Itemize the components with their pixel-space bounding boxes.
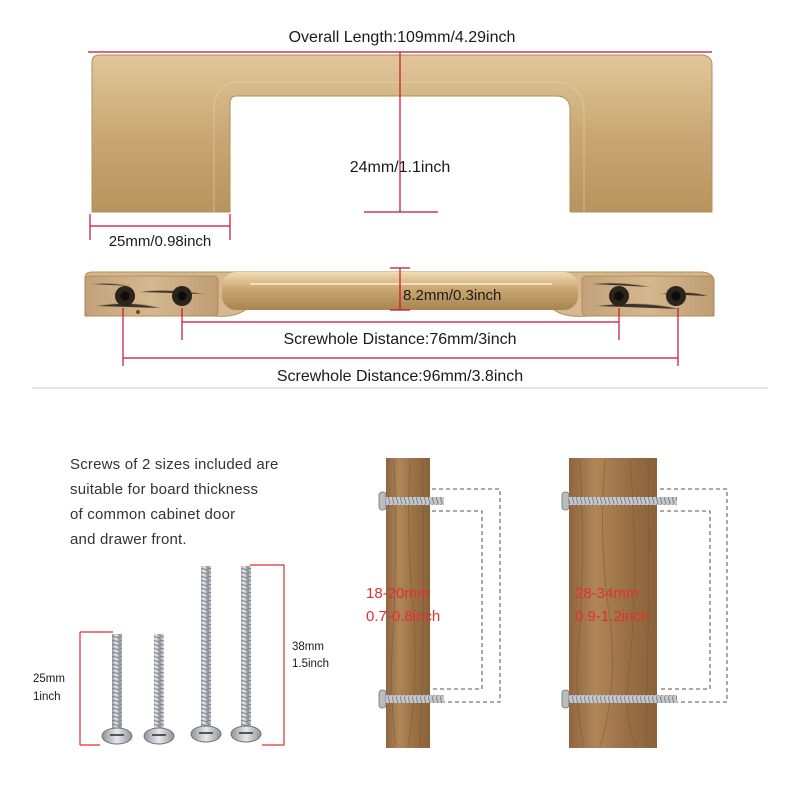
board-thin	[378, 458, 501, 748]
description-line: of common cabinet door	[70, 506, 236, 523]
screws-description: Screws of 2 sizes included are suitable …	[70, 452, 330, 552]
mounted-screw	[561, 689, 677, 709]
short-screw-in: 1inch	[33, 691, 61, 703]
dashed-guide	[660, 488, 728, 703]
handle-top-view	[91, 54, 713, 213]
screw-hole	[115, 286, 135, 306]
right-end-block	[581, 275, 715, 317]
screwhole-96-label: Screwhole Distance:96mm/3.8inch	[277, 368, 523, 385]
screw-short	[143, 634, 175, 745]
screw-hole	[609, 286, 629, 306]
board-thin-in: 0.7-0.8inch	[366, 608, 440, 625]
dashed-guide	[432, 510, 483, 690]
screw-hole	[666, 286, 686, 306]
mounted-screw	[378, 689, 444, 709]
short-screw-bracket	[79, 631, 113, 746]
board-thick-mm: 28-34mm	[575, 585, 638, 602]
screw-set	[79, 564, 285, 746]
overall-length-label: Overall Length:109mm/4.29inch	[289, 29, 516, 46]
left-end-block	[84, 275, 219, 317]
screw-short	[101, 634, 133, 745]
mounted-screw	[378, 491, 444, 511]
mounted-screw	[561, 491, 677, 511]
description-line: Screws of 2 sizes included are	[70, 456, 279, 473]
end-width-label: 25mm/0.98inch	[109, 233, 212, 250]
screwhole-76-label: Screwhole Distance:76mm/3inch	[284, 331, 517, 348]
board-thick	[561, 458, 728, 748]
board-thin-mm: 18-20mm	[366, 585, 429, 602]
board-thick-in: 0.9-1.2inch	[575, 608, 649, 625]
inner-height-label: 24mm/1.1inch	[350, 159, 451, 176]
short-screw-mm: 25mm	[33, 673, 65, 685]
handle-top-shape	[91, 54, 713, 213]
dashed-guide	[432, 488, 501, 703]
dashed-guide	[660, 510, 711, 690]
long-screw-mm: 38mm	[292, 641, 324, 653]
screw-long	[230, 566, 262, 743]
description-line: suitable for board thickness	[70, 481, 259, 498]
long-screw-bracket	[250, 564, 285, 746]
description-line: and drawer front.	[70, 531, 187, 548]
long-screw-in: 1.5inch	[292, 658, 329, 670]
screw-hole	[172, 286, 192, 306]
thickness-label: 8.2mm/0.3inch	[403, 287, 501, 304]
screw-long	[190, 566, 222, 743]
